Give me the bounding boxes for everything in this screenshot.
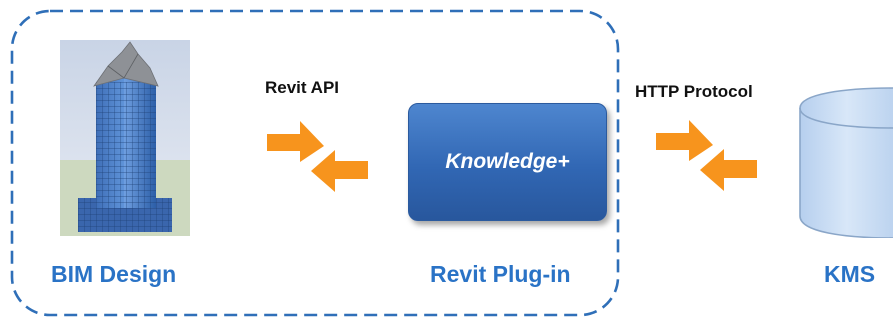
exchange-arrows-icon (656, 120, 759, 192)
building-model-image (60, 40, 190, 236)
revit-api-label: Revit API (265, 78, 340, 97)
exchange-arrows-icon (267, 121, 370, 193)
database-cylinder-icon (798, 86, 893, 238)
kms-caption: KMS (824, 261, 876, 287)
http-protocol-label: HTTP Protocol (635, 82, 753, 101)
plugin-box-text: Knowledge+ (445, 150, 570, 173)
bim-design-caption: BIM Design (51, 261, 177, 287)
local-environment-boundary (10, 9, 620, 317)
revit-plugin-caption: Revit Plug-in (430, 261, 571, 287)
knowledge-plus-plugin-box: Knowledge+ (408, 103, 607, 221)
